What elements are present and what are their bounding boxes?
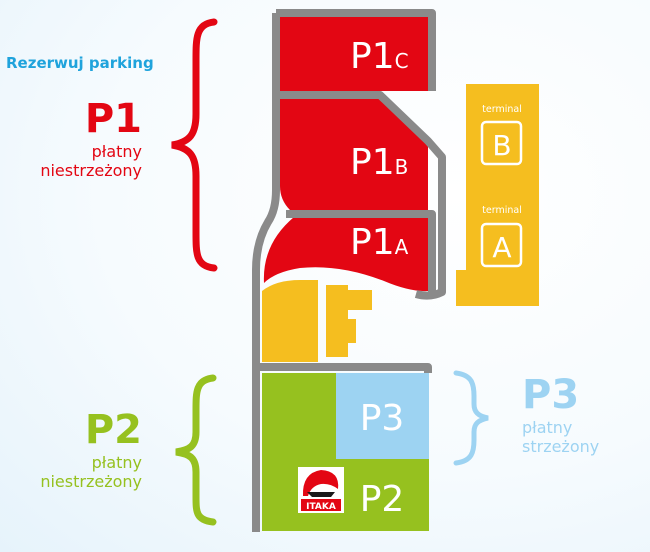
p1-legend-line2: niestrzeżony	[40, 161, 142, 180]
p3-legend-line1: płatny	[522, 418, 573, 437]
itaka-logo: ITAKA	[298, 467, 344, 513]
terminal-b-letter: B	[492, 129, 511, 162]
zone-facility	[262, 280, 372, 362]
zone-p1b[interactable]	[280, 99, 428, 210]
reserve-parking-link[interactable]: Rezerwuj parking	[6, 54, 154, 72]
p1-legend-line1: płatny	[91, 142, 142, 161]
terminal-b-caption: terminal	[482, 104, 522, 115]
p1-legend-title: P1	[84, 96, 142, 142]
zone-p2-label: P2	[360, 479, 405, 520]
p3-legend: P3 płatny strzeżony	[522, 372, 632, 456]
p3-brace	[453, 370, 489, 466]
terminal-building: terminal B terminal A	[456, 84, 539, 306]
itaka-logo-text: ITAKA	[306, 502, 336, 512]
zone-p1c-label: P1C	[350, 36, 409, 77]
zone-p1a[interactable]	[263, 217, 428, 292]
zone-p3[interactable]	[336, 373, 429, 459]
terminal-a-caption: terminal	[482, 205, 522, 216]
terminal-a-letter: A	[492, 231, 511, 264]
p1-legend: P1 płatny niestrzeżony	[10, 96, 142, 180]
p2-legend-line1: płatny	[91, 453, 142, 472]
p2-legend-line2: niestrzeżony	[40, 472, 142, 491]
terminal-b-badge	[480, 120, 523, 166]
p2-legend-title: P2	[84, 407, 142, 453]
terminal-a-badge	[480, 222, 523, 268]
p3-legend-title: P3	[522, 372, 580, 418]
p3-legend-line2: strzeżony	[522, 437, 600, 456]
zone-p3-label: P3	[360, 398, 405, 439]
zone-p1b-label: P1B	[350, 142, 408, 183]
p2-legend: P2 płatny niestrzeżony	[10, 407, 142, 491]
zone-p1a-label: P1A	[350, 222, 409, 263]
p1-brace	[171, 18, 218, 272]
p2-brace	[175, 374, 217, 526]
road-network	[252, 9, 446, 532]
zone-p1c[interactable]	[280, 17, 428, 91]
